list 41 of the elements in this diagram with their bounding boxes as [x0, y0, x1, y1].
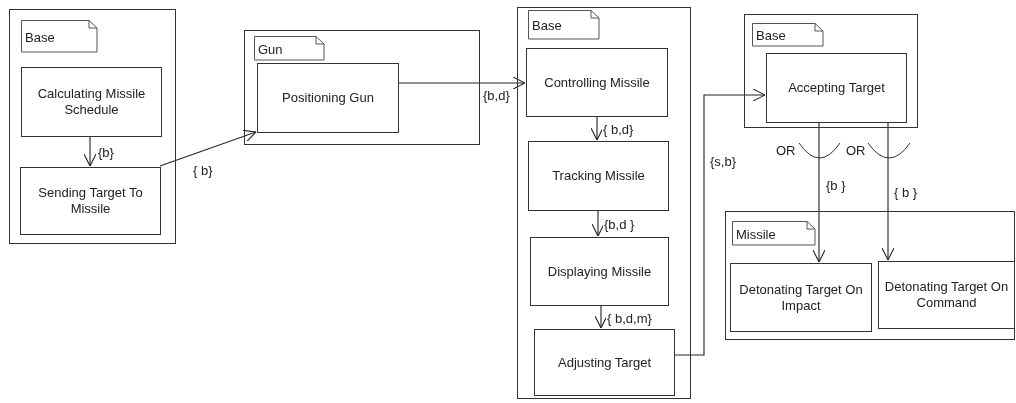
group-frame [517, 7, 691, 399]
edge-label: {b } [825, 178, 847, 193]
group-frame [9, 9, 176, 244]
activity-label: Positioning Gun [281, 90, 375, 106]
activity-box [528, 141, 669, 211]
or-label: OR [775, 143, 797, 158]
activity-box [878, 261, 1015, 329]
edge-label: {b,d} [482, 88, 511, 103]
group-frame [244, 30, 480, 145]
group-label: Base [532, 17, 562, 33]
group-label: Base [756, 27, 786, 43]
edge-label: {b} [97, 145, 115, 160]
edge-label: {s,b} [709, 154, 738, 169]
activity-box [730, 263, 872, 332]
group-frame [725, 211, 1015, 340]
activity-box [766, 53, 907, 123]
group-label: Gun [258, 41, 283, 56]
group-frame [744, 14, 918, 128]
activity-box [257, 63, 399, 133]
activity-label: Controlling Missile [543, 74, 651, 91]
activity-label: Calculating Missile Schedule [36, 86, 147, 118]
activity-box [21, 67, 162, 137]
edge-label: { b,d} [602, 122, 635, 137]
edge-label: {b,d } [603, 217, 636, 232]
activity-label: Detonating Target On Impact [738, 281, 864, 314]
edge-label: { b} [192, 163, 214, 178]
activity-box [534, 329, 675, 396]
activity-label: Sending Target To Missile [37, 185, 144, 217]
activity-label: Tracking Missile [551, 168, 646, 184]
group-label: Base [25, 29, 55, 44]
edge-label: { b,d,m} [606, 311, 653, 326]
activity-label: Accepting Target [787, 80, 886, 96]
activity-label: Displaying Missile [546, 263, 653, 280]
activity-label: Detonating Target On Command [883, 279, 1010, 311]
group-label: Missile [736, 226, 776, 241]
activity-box [20, 167, 161, 235]
activity-box [526, 48, 668, 117]
edge-label: { b } [893, 185, 919, 200]
activity-box [530, 237, 669, 306]
or-label: OR [845, 143, 867, 158]
activity-label: Adjusting Target [557, 354, 652, 371]
